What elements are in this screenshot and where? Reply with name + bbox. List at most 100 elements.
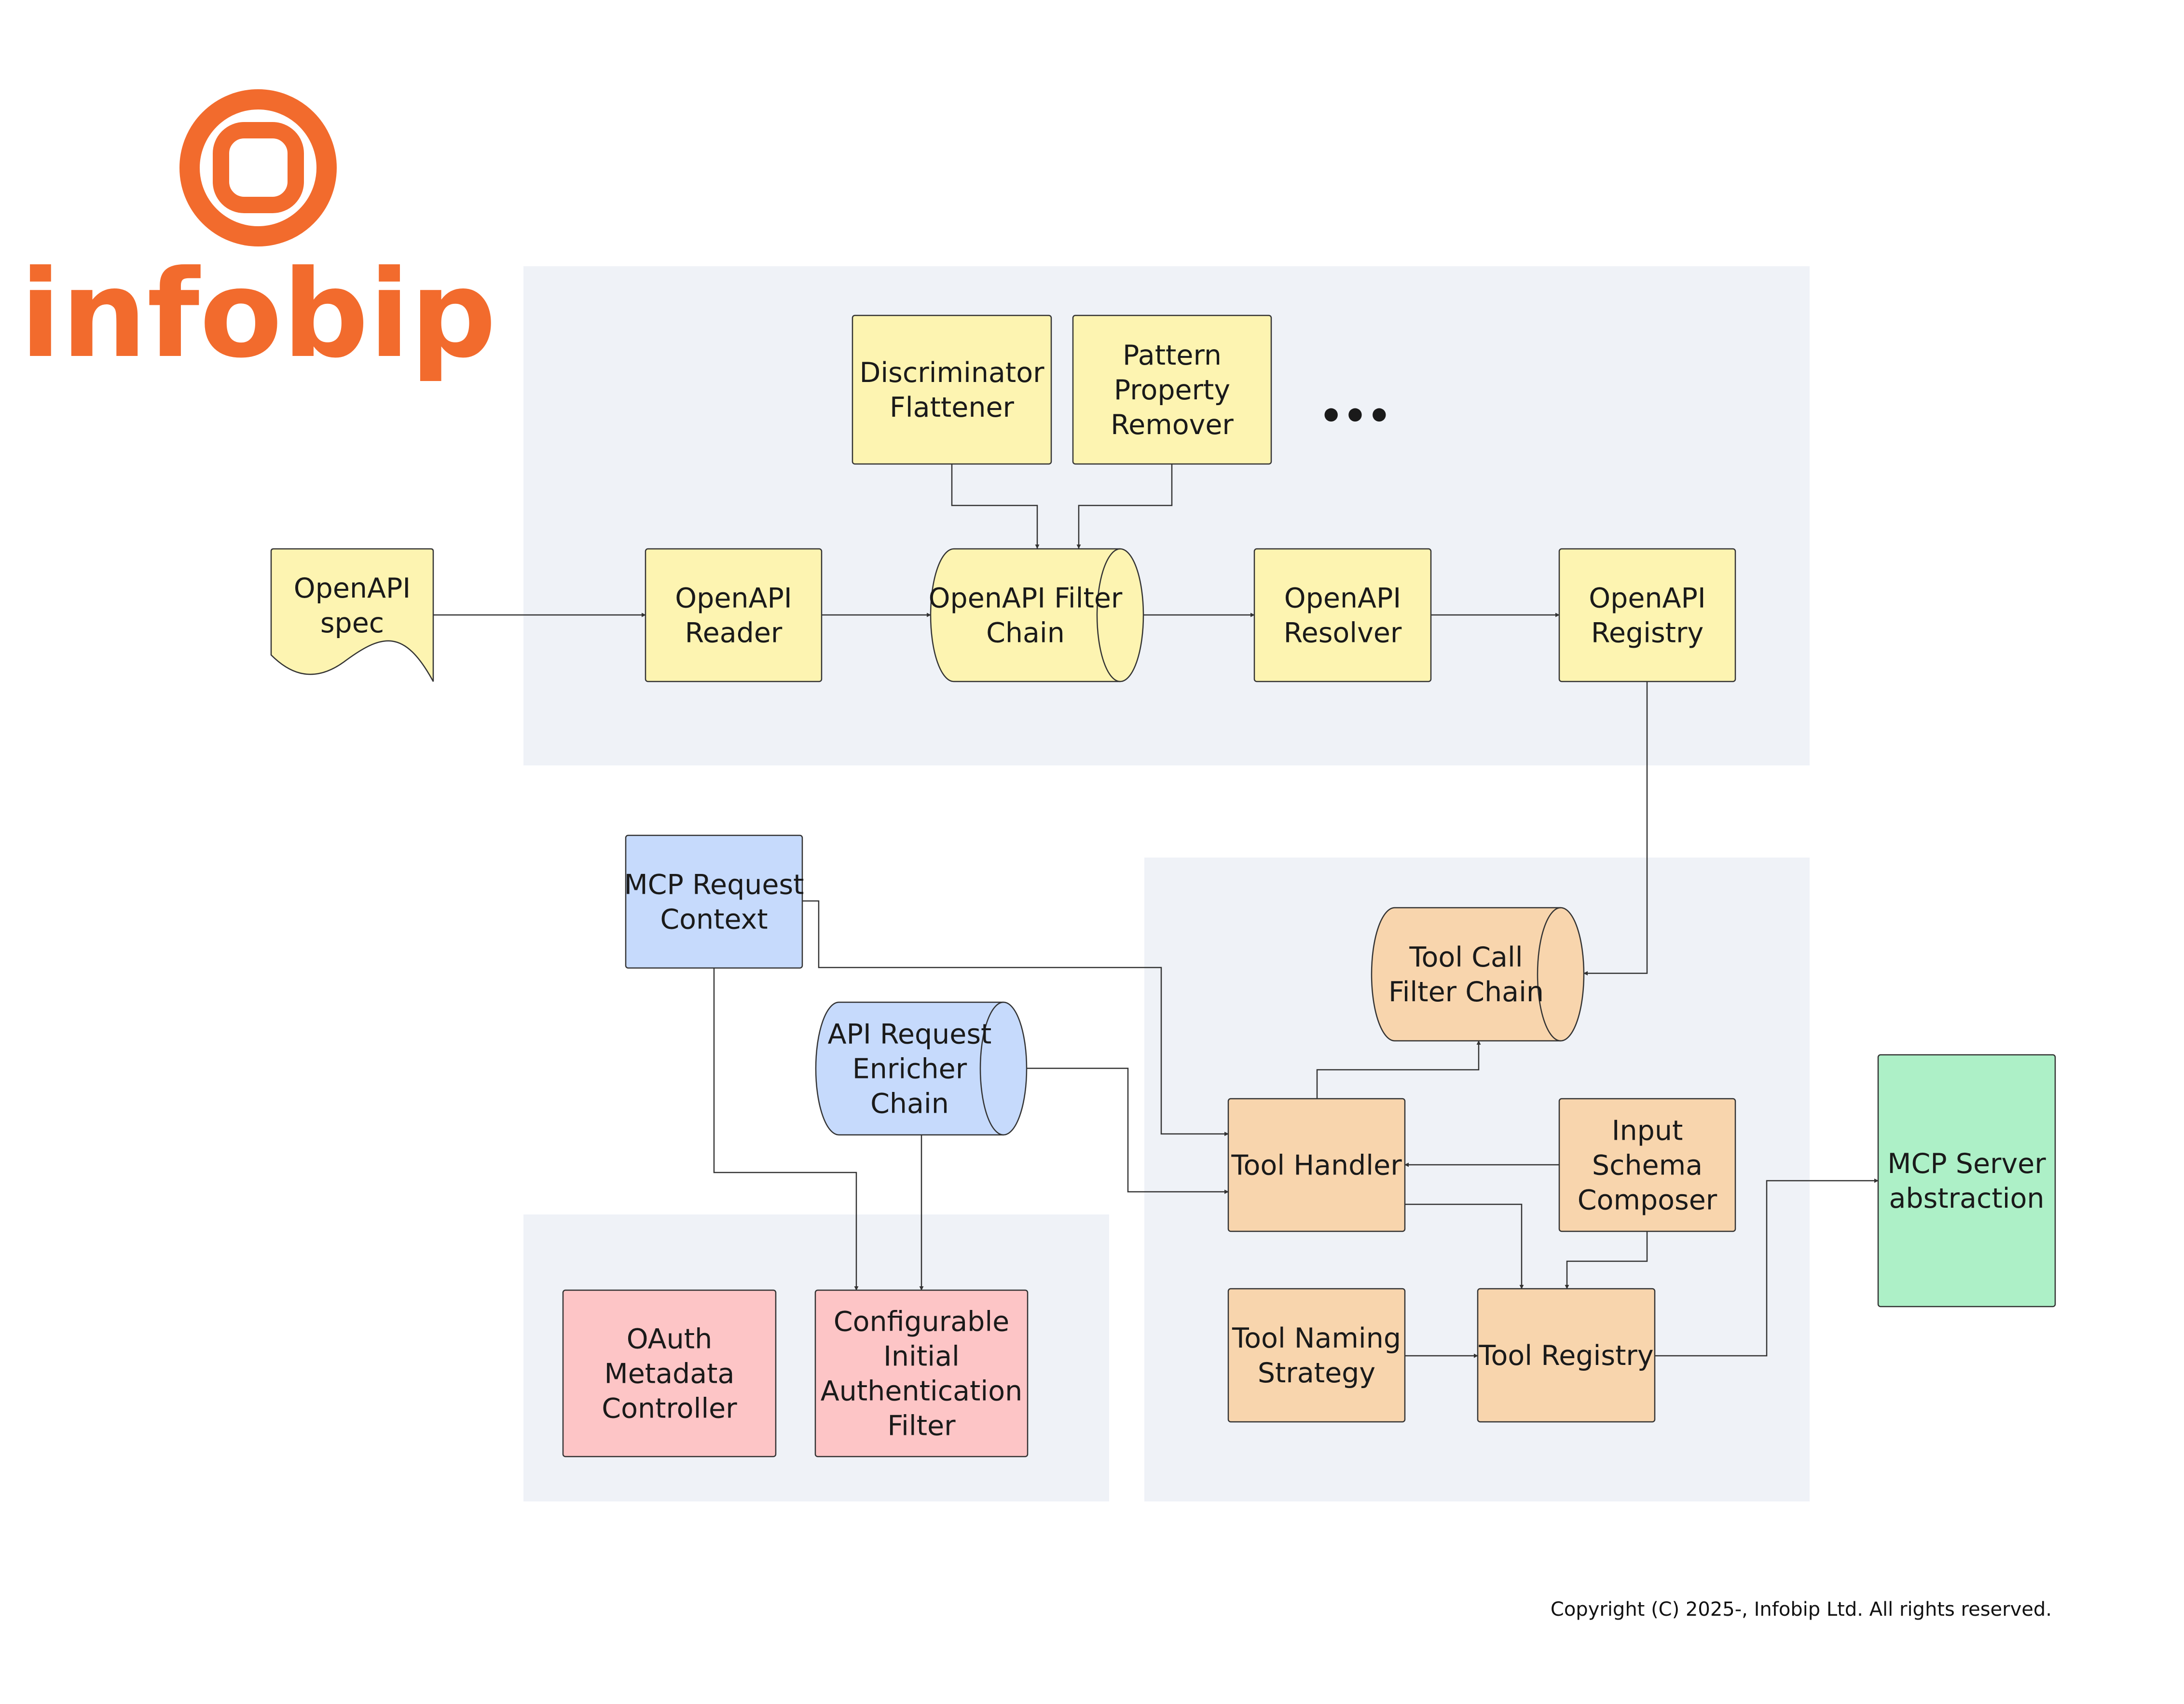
node-api-request-enricher-chain-label-line: Enricher [852,1053,967,1085]
edge-tool-handler-to-tool-call-filter-chain [1316,1040,1481,1099]
node-openapi-filter-chain-label-line: Chain [986,617,1065,649]
node-openapi-resolver-box [1253,548,1432,682]
node-pattern-property-remover-label-line: Pattern [1123,340,1222,371]
node-openapi-reader-label-line: OpenAPI [675,582,792,614]
copyright-notice: Copyright (C) 2025-, Infobip Ltd. All ri… [1551,1598,2052,1621]
node-configurable-initial-authentication-filter-box [814,1289,1029,1458]
node-tool-handler-box [1227,1098,1406,1232]
edge-mcp-context-to-auth-filter [713,968,859,1291]
node-tool-registry-box [1477,1288,1656,1423]
logo-inner-square-icon [213,122,304,213]
node-openapi-filter-chain-cylinder [930,548,1144,682]
node-tool-call-filter-chain-label-line: Filter Chain [1388,976,1544,1008]
edge-mcp-context-to-tool-handler [802,900,1229,1136]
node-openapi-reader-label-line: Reader [685,617,783,649]
node-discriminator-flattener-label-line: Flattener [890,392,1015,423]
node-tool-call-filter-chain-cylinder-cap [1537,907,1561,1042]
node-configurable-initial-authentication-filter-label-line: Initial [883,1340,960,1372]
node-discriminator-flattener-label-line: Discriminator [859,357,1044,389]
node-ellipsis-label: ••• [1319,395,1391,438]
node-api-request-enricher-chain-label-line: Chain [870,1088,949,1119]
edge-schema-composer-to-tool-registry [1565,1231,1648,1289]
node-openapi-filter-chain-cylinder-cap [1096,548,1121,682]
node-openapi-registry-label-line: Registry [1591,617,1703,649]
node-mcp-server-abstraction-label-line: MCP Server [1887,1148,2046,1180]
node-tool-registry-label: Tool Registry [1478,1340,1653,1372]
node-mcp-server-abstraction-label-line: abstraction [1889,1183,2044,1214]
node-input-schema-composer-label-line: Composer [1578,1184,1717,1216]
node-oauth-metadata-controller-label-line: OAuth [627,1323,712,1355]
node-mcp-request-context-box [625,834,803,969]
edges [433,464,1879,1358]
node-tool-naming-strategy-label-line: Tool Naming [1232,1322,1401,1354]
node-ellipsis[interactable]: ••• [1319,395,1391,438]
node-pattern-property-remover-box [1072,314,1272,465]
node-tool-handler-label-line: Tool Handler [1231,1149,1402,1181]
node-input-schema-composer-label-line: Schema [1592,1149,1703,1181]
node-pattern-property-remover-label-line: Remover [1111,409,1234,441]
node-tool-naming-strategy-label-line: Strategy [1258,1357,1375,1389]
node-configurable-initial-authentication-filter-label-line: Configurable [834,1306,1009,1337]
node-openapi-registry-label-line: OpenAPI [1589,582,1705,614]
node-openapi-spec-label-line: OpenAPI [294,573,411,604]
node-tool-call-filter-chain-cylinder [1371,907,1585,1042]
logo-ring-icon [179,89,337,246]
edge-pattern-to-filter-chain [1076,464,1173,549]
edge-discriminator-to-filter-chain [951,464,1040,549]
node-tool-handler[interactable]: Tool Handler [1227,1098,1406,1232]
edge-registry-to-tool-call-filter-chain [1583,682,1648,976]
node-tool-registry[interactable]: Tool Registry [1477,1288,1656,1423]
node-ellipsis-label-line: ••• [1319,395,1391,438]
node-input-schema-composer-label-line: Input [1612,1115,1683,1146]
node-configurable-initial-authentication-filter-label-line: Authentication [821,1375,1022,1407]
node-mcp-request-context-label-line: Context [660,903,768,935]
node-oauth-metadata-controller-label-line: Metadata [604,1358,735,1390]
logo-wordmark: infobip [20,244,496,384]
node-openapi-spec-document [270,548,434,682]
node-oauth-metadata-controller-label-line: Controller [602,1392,737,1424]
node-openapi-spec-label-line: spec [320,607,384,639]
node-tool-naming-strategy-box [1227,1288,1406,1423]
edge-enricher-to-tool-handler [1027,1067,1229,1194]
node-openapi-registry-box [1558,548,1736,682]
node-configurable-initial-authentication-filter-label-line: Filter [887,1410,956,1442]
node-openapi-resolver-label-line: Resolver [1284,617,1402,649]
node-openapi-filter-chain-label-line: OpenAPI Filter [929,582,1123,614]
node-pattern-property-remover-label-line: Property [1114,374,1230,406]
node-tool-handler-label: Tool Handler [1231,1149,1402,1181]
node-api-request-enricher-chain-cylinder-cap [979,1001,1004,1136]
node-tool-registry-label-line: Tool Registry [1478,1340,1653,1372]
node-openapi-reader-box [645,548,823,682]
infobip-logo: infobip [20,89,496,384]
